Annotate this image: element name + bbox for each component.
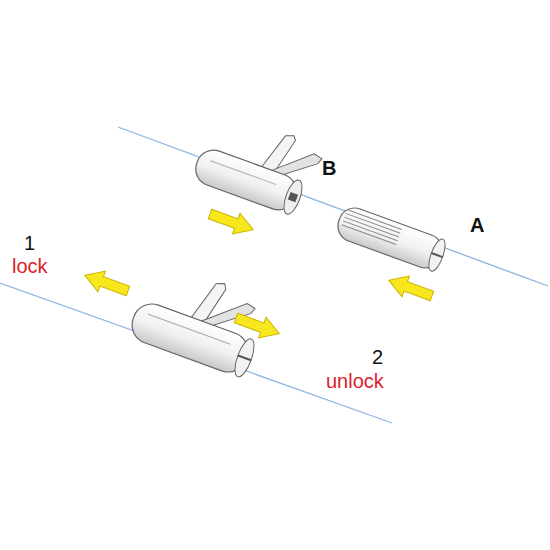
action-label: unlock	[326, 370, 384, 392]
unlock-arrow	[232, 308, 283, 344]
part-letter: B	[322, 157, 336, 179]
move-arrow	[206, 204, 257, 240]
wire	[0, 283, 392, 423]
part-letter: A	[470, 214, 484, 236]
part-a	[333, 204, 448, 274]
lock-arrow	[81, 265, 132, 301]
wire	[118, 127, 548, 286]
step-number: 2	[372, 346, 383, 368]
part-b	[191, 108, 326, 219]
step-number: 1	[24, 232, 35, 254]
move-arrow	[385, 270, 436, 306]
action-label: lock	[12, 255, 48, 277]
